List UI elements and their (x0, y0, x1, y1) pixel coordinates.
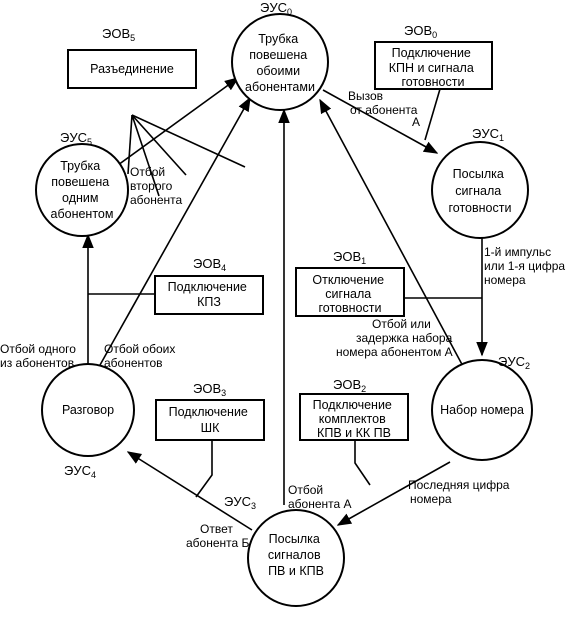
label-hangup-delay: Отбой или задержка набора номера абонент… (336, 317, 456, 359)
s5-line-4: абонентом (51, 207, 114, 221)
s5-line-1: Трубка (60, 159, 100, 173)
s5-line-2: повешена (51, 175, 109, 189)
state-s4: Разговор ЭУС4 (41, 363, 135, 480)
s4-label: ЭУС4 (64, 463, 96, 480)
edge-s2-s3 (336, 461, 451, 526)
e2-label: ЭОВ2 (333, 377, 366, 394)
edge-s2-s0 (319, 98, 466, 371)
s2-label: ЭУС2 (498, 354, 530, 371)
s1-label: ЭУС1 (472, 126, 504, 143)
s5-line-3: одним (62, 191, 98, 205)
svg-text:Трубка повешена об: Трубка повешена обоими абонентами (245, 32, 315, 94)
e1-line-2: сигнала (325, 287, 371, 301)
svg-text:Разъединение: Разъединение (90, 62, 174, 76)
s0-line-1: Трубка (258, 32, 298, 46)
e5-label: ЭОВ5 (102, 26, 135, 43)
s0-label: ЭУС0 (260, 0, 292, 17)
label-hangup-second: Отбой второго абонента (130, 165, 183, 207)
e2-line-2: комплектов (319, 412, 386, 426)
s2-line-1: Набор номера (440, 403, 524, 417)
s0-line-4: абонентами (245, 80, 315, 94)
event-e5: Разъединение ЭОВ5 (67, 26, 197, 89)
e1-line-1: Отключение (312, 273, 384, 287)
label-last-digit: Последняя цифра номера (408, 478, 513, 506)
svg-text:Трубка повешена од: Трубка повешена одним абонентом (51, 159, 114, 221)
s1-line-2: сигнала (455, 184, 501, 198)
state-s1: Посылка сигнала готовности ЭУС1 (431, 126, 529, 239)
edges (82, 77, 488, 531)
e3-line-1: Подключение (169, 405, 248, 419)
state-s3: Посылка сигналов ПВ и КПВ ЭУС3 (224, 494, 345, 607)
svg-text:Подключение КПЗ: Подключение КПЗ (168, 280, 251, 309)
connector-e5-c (131, 114, 246, 168)
svg-text:Посылка сигналов П: Посылка сигналов ПВ и КПВ (268, 532, 324, 578)
label-first-digit: 1-й импульс или 1-я цифра номера (484, 245, 568, 287)
connector-e2 (354, 440, 371, 486)
s4-line-1: Разговор (62, 403, 114, 417)
label-hangup-a: Отбой абонента А (288, 483, 352, 511)
e2-line-1: Подключение (313, 398, 392, 412)
e5-line-1: Разъединение (90, 62, 174, 76)
edge-s3-s4 (126, 451, 253, 531)
e3-line-2: ШК (201, 421, 220, 435)
s0-line-2: повешена (249, 48, 307, 62)
label-hangup-one: Отбой одного из абонентов (0, 342, 79, 370)
svg-text:Подключение КПН и сигнал: Подключение КПН и сигнала готовности (389, 46, 478, 89)
e1-line-3: готовности (319, 301, 382, 315)
e0-line-1: Подключение (392, 46, 471, 60)
edge-s5-s0 (117, 77, 240, 166)
connector-e5-d (131, 114, 160, 197)
connector-e5-b (131, 114, 187, 176)
s3-line-1: Посылка (269, 532, 320, 546)
e4-label: ЭОВ4 (193, 256, 226, 273)
s3-label: ЭУС3 (224, 494, 256, 511)
e4-line-1: Подключение (168, 280, 247, 294)
s5-label: ЭУС5 (60, 130, 92, 147)
label-call: Вызов от абонента А (348, 89, 421, 129)
svg-text:Посылка сигнала го: Посылка сигнала готовности (449, 167, 512, 215)
event-e1: Отключение сигнала готовности ЭОВ1 (295, 249, 405, 317)
svg-text:Подключение комплектов: Подключение комплектов КПВ и КК ПВ (313, 398, 396, 440)
e0-line-3: готовности (402, 75, 465, 89)
s1-line-1: Посылка (453, 167, 504, 181)
e0-line-2: КПН и сигнала (389, 61, 474, 75)
state-s0: Трубка повешена обоими абонентами ЭУС0 (231, 0, 329, 111)
s1-line-3: готовности (449, 201, 512, 215)
s0-line-3: обоими (256, 64, 300, 78)
event-e0: Подключение КПН и сигнала готовности ЭОВ… (374, 23, 493, 90)
e4-line-2: КПЗ (197, 295, 221, 309)
svg-text:Разговор: Разговор (62, 403, 114, 417)
connector-e0 (424, 88, 441, 141)
event-e4: Подключение КПЗ ЭОВ4 (154, 256, 264, 315)
label-hangup-both: Отбой обоих абонентов (104, 342, 179, 370)
svg-text:Подключение ШК: Подключение ШК (169, 405, 252, 435)
e3-label: ЭОВ3 (193, 381, 226, 398)
e0-label: ЭОВ0 (404, 23, 437, 40)
state-s5: Трубка повешена одним абонентом ЭУС5 (35, 130, 129, 237)
event-e2: Подключение комплектов КПВ и КК ПВ ЭОВ2 (299, 377, 409, 441)
svg-text:Набор номера: Набор номера (440, 403, 524, 417)
state-s2: Набор номера ЭУС2 (431, 354, 533, 461)
label-answer-b: Ответ абонента Б (186, 522, 250, 550)
edge-s0-s1 (322, 89, 439, 154)
edge-s4-s0 (99, 96, 251, 366)
s3-line-3: ПВ и КПВ (268, 564, 324, 578)
e1-label: ЭОВ1 (333, 249, 366, 266)
e2-line-3: КПВ и КК ПВ (317, 426, 391, 440)
s3-line-2: сигналов (268, 548, 321, 562)
event-e3: Подключение ШК ЭОВ3 (155, 381, 265, 441)
connector-e5-a (127, 114, 133, 175)
svg-text:Отключение сигнала: Отключение сигнала готовности (312, 273, 387, 315)
connector-e3 (195, 440, 213, 498)
